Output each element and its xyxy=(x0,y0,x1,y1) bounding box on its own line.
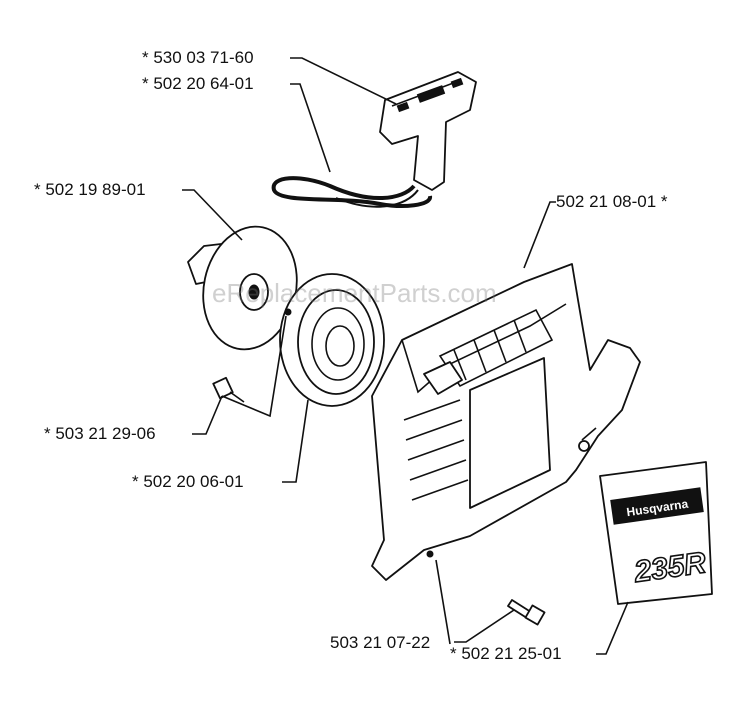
small-screw xyxy=(212,376,245,403)
starter-handle xyxy=(379,71,477,191)
label-spring-cassette: * 502 20 06-01 xyxy=(132,472,244,491)
spring-cassette xyxy=(279,273,385,407)
watermark-text: eReplacementParts.com xyxy=(212,278,497,308)
part-labels: * 530 03 71-60 * 502 20 64-01 * 502 19 8… xyxy=(34,48,668,663)
leader-lines xyxy=(182,57,629,655)
label-rope: * 502 20 64-01 xyxy=(142,74,254,93)
label-screw-small: * 503 21 29-06 xyxy=(44,424,156,443)
bolt xyxy=(507,599,546,626)
label-handle: * 530 03 71-60 xyxy=(142,48,254,67)
label-cover: 502 21 08-01 * xyxy=(556,192,668,211)
decal: Husqvarna 235R xyxy=(599,461,713,605)
starter-cover xyxy=(371,263,641,581)
starter-rope xyxy=(271,176,432,208)
label-pulley: * 502 19 89-01 xyxy=(34,180,146,199)
starter-pulley xyxy=(187,225,298,351)
label-bolt: 503 21 07-22 xyxy=(330,633,430,652)
label-decal: * 502 21 25-01 xyxy=(450,644,562,663)
